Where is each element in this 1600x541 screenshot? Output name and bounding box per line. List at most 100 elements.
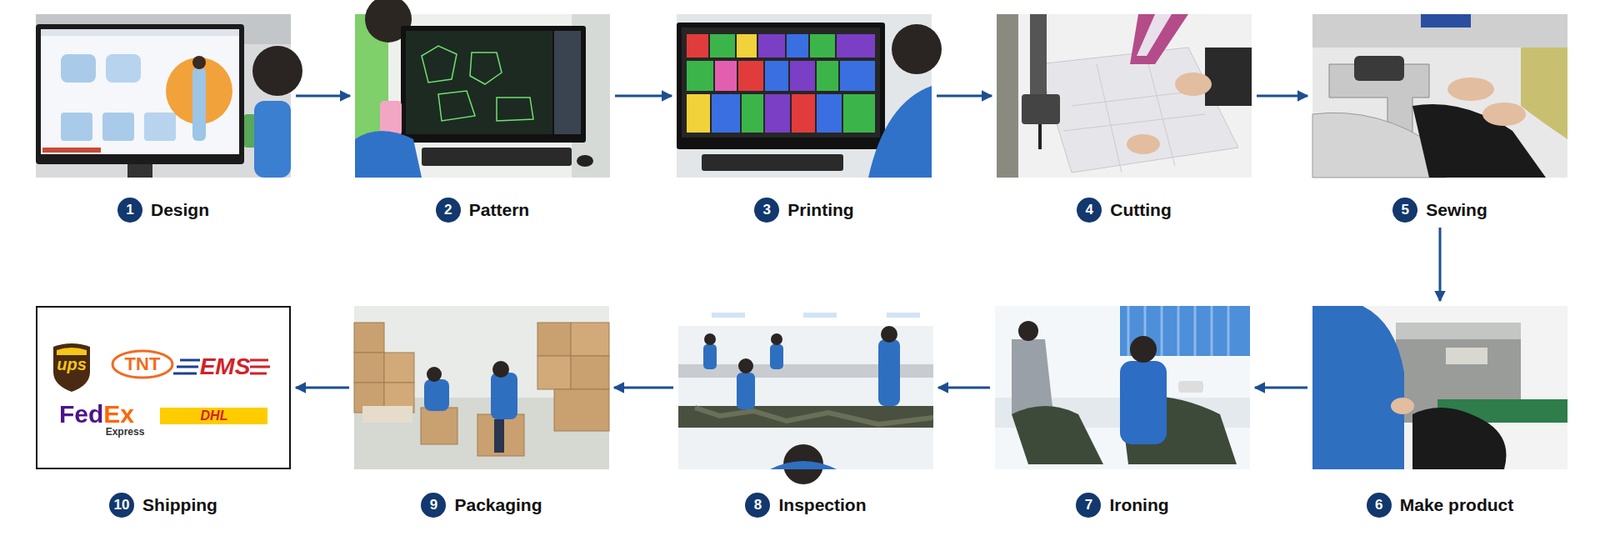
carrier-logos-part <box>173 360 200 374</box>
step-number: 5 <box>1392 197 1418 223</box>
inspection-photo-part <box>770 344 784 370</box>
cutting-photo-part <box>1038 124 1042 150</box>
photo-frame <box>354 305 610 470</box>
printing-photo-part <box>843 94 875 133</box>
packaging-photo-part <box>494 419 505 453</box>
printing-photo-part <box>681 27 880 138</box>
photo-frame <box>35 14 291 178</box>
cutting-photo <box>996 14 1252 178</box>
flow-arrow <box>1256 95 1308 98</box>
step-caption: 5Sewing <box>1312 197 1568 223</box>
packaging-photo-part <box>362 405 413 423</box>
process-step: 9Packaging <box>354 305 610 518</box>
packaging-photo-part <box>492 360 510 378</box>
sewing-photo-part <box>1312 14 1568 48</box>
step-caption: 7Ironing <box>995 492 1250 518</box>
packaging-photo-part <box>354 305 610 470</box>
photo-frame <box>1312 14 1568 178</box>
sewing-photo-part <box>1412 104 1546 178</box>
sewing-photo-part <box>1354 55 1405 81</box>
step-number: 3 <box>754 197 780 223</box>
design-photo-part <box>60 54 96 83</box>
process-step: 1Design <box>35 14 291 223</box>
packaging-photo-part <box>477 414 525 456</box>
cutting-photo-part <box>1021 94 1060 125</box>
carrier-logo-text: Express <box>105 425 145 438</box>
packaging-photo-part <box>537 322 571 356</box>
step-number: 6 <box>1366 492 1392 518</box>
packaging-photo-part <box>354 322 385 353</box>
photo-frame <box>996 14 1252 178</box>
photo-frame <box>995 305 1250 470</box>
step-number: 4 <box>1076 197 1102 223</box>
make-product-photo-part <box>1412 407 1507 470</box>
inspection-photo-part <box>736 372 755 410</box>
make-product-photo-part <box>1312 305 1405 470</box>
packaging-photo <box>354 305 610 470</box>
inspection-photo-part <box>878 339 900 406</box>
printing-photo-part <box>676 14 932 178</box>
flow-arrow <box>615 95 672 98</box>
printing-photo-part <box>758 34 785 58</box>
printing-photo-part <box>676 22 885 150</box>
step-caption: 10Shipping <box>35 492 291 518</box>
inspection-photo-part <box>803 312 837 318</box>
ironing-photo-part <box>1120 360 1167 445</box>
step-caption: 4Cutting <box>996 197 1252 223</box>
carrier-logos-part <box>160 407 268 425</box>
design-photo <box>35 14 303 178</box>
photo-frame <box>355 14 610 178</box>
printing-photo-part <box>710 34 735 58</box>
pattern-photo-part <box>405 30 553 135</box>
step-caption: 1Design <box>35 197 291 223</box>
pattern-photo-part <box>554 30 581 135</box>
inspection-photo-part <box>704 333 716 345</box>
design-photo-part <box>42 147 101 153</box>
pattern-photo <box>355 0 610 178</box>
printing-photo-part <box>891 24 942 75</box>
step-number: 8 <box>745 492 770 518</box>
flow-arrow <box>1255 386 1308 390</box>
carrier-logos-part <box>56 347 87 355</box>
photo-frame <box>678 305 934 470</box>
packaging-photo-part <box>570 355 610 390</box>
printing-photo-part <box>810 34 835 58</box>
inspection-photo-part <box>678 405 934 428</box>
step-caption: 8Inspection <box>678 492 934 518</box>
printing-photo-part <box>836 34 875 58</box>
flow-arrow <box>1439 227 1442 301</box>
design-photo-part <box>60 112 93 141</box>
make-product-photo-part <box>1390 397 1415 415</box>
design-photo-part <box>105 54 141 83</box>
cutting-photo-part <box>1126 134 1160 155</box>
step-number: 7 <box>1075 492 1101 518</box>
design-photo-part <box>127 164 153 178</box>
cutting-photo-part <box>996 14 1019 178</box>
pattern-photo-part <box>438 90 475 121</box>
carrier-logo-text: TNT <box>125 353 161 375</box>
sewing-photo-part <box>1312 14 1568 178</box>
inspection-photo-part <box>703 344 717 370</box>
step-name: Design <box>150 200 210 220</box>
carrier-logos-part <box>250 360 270 374</box>
printing-photo-part <box>711 94 740 133</box>
printing-photo-part <box>686 94 710 133</box>
printing-photo-part <box>686 34 709 58</box>
pattern-photo-part <box>380 100 402 136</box>
step-name: Pattern <box>469 200 530 220</box>
inspection-photo-part <box>770 333 783 345</box>
inspection-photo-part <box>770 460 837 470</box>
flow-arrow <box>936 95 992 98</box>
design-photo-part <box>254 100 291 178</box>
packaging-photo-part <box>537 355 571 390</box>
inspection-photo-part <box>886 312 920 318</box>
process-step: 8Inspection <box>678 305 934 518</box>
sewing-photo-part <box>1420 14 1471 28</box>
inspection-photo-part <box>880 325 898 343</box>
cutting-photo-part <box>1175 72 1212 96</box>
printing-photo-part <box>816 94 842 133</box>
design-photo-part <box>35 14 291 178</box>
